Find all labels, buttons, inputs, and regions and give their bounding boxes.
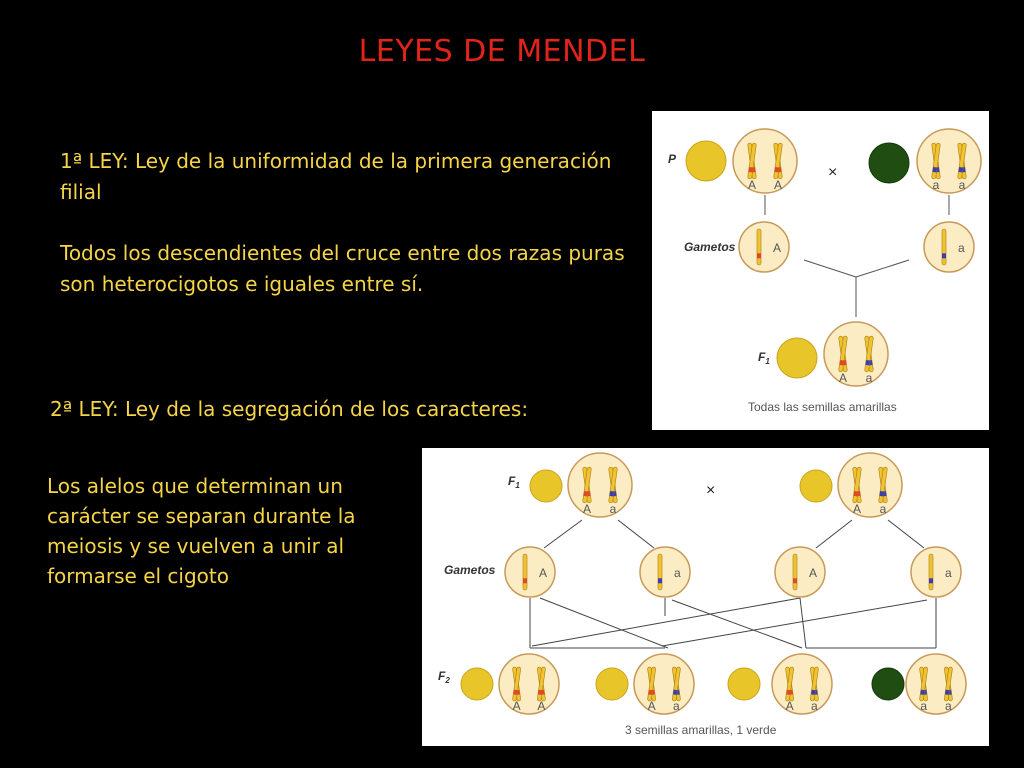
d2-gamete-membrane (910, 546, 962, 598)
d2-cross-symbol: × (706, 482, 715, 499)
d2-arrow (543, 519, 583, 549)
d1-parent-right-membrane (916, 128, 982, 194)
d2-connectors (529, 519, 937, 649)
d2-offspring-allele: a (920, 699, 927, 713)
first-law-heading: 1ª LEY: Ley de la uniformidad de la prim… (60, 149, 612, 204)
d1-label-f1: F1 (758, 350, 770, 366)
d2-offspring-membrane (771, 653, 833, 715)
d1-label-gametes: Gametos (684, 240, 736, 254)
d1-parent-left-allele: A (774, 178, 782, 192)
d1-gamete-right-allele: a (958, 241, 965, 255)
d1-parent-right-allele: a (959, 178, 966, 192)
d2-connector (671, 599, 803, 649)
d2-parent-right-allele: a (880, 502, 887, 516)
d2-parent-left-seed (529, 469, 563, 503)
d1-parent-green-seed (868, 142, 910, 184)
d1-f1-membrane (823, 321, 889, 387)
d1-join-left (803, 259, 857, 278)
d2-parent-left-allele: A (583, 502, 591, 516)
d2-offspring-allele: A (648, 699, 656, 713)
d2-gamete-cell: a (639, 546, 691, 598)
d1-join-right (855, 259, 910, 278)
d2-arrow (617, 519, 655, 549)
second-law-description: Los alelos que determinan un carácter se… (47, 474, 356, 588)
d2-gamete-allele: A (539, 566, 547, 580)
d1-f1-allele: a (866, 371, 873, 385)
d2-gamete-allele: a (674, 566, 681, 580)
d1-parent-left-membrane (732, 128, 798, 194)
d2-parent-left-allele: a (610, 502, 617, 516)
d1-parent-left-allele: A (748, 178, 756, 192)
d2-label-f1: F1 (508, 474, 520, 490)
d2-arrow (815, 519, 853, 549)
d2-offspring-membrane (498, 653, 560, 715)
second-law-heading: 2ª LEY: Ley de la segregación de los car… (50, 397, 529, 421)
d2-offspring-membrane (633, 653, 695, 715)
d2-caption: 3 semillas amarillas, 1 verde (625, 723, 777, 737)
d2-connector (531, 597, 801, 647)
slide-title: LEYES DE MENDEL (358, 34, 646, 69)
d2-offspring-seed (727, 667, 761, 701)
d1-cross-symbol: × (828, 164, 837, 181)
d2-offspring-allele: A (537, 699, 545, 713)
d1-gamete-left-cell: A (738, 221, 790, 273)
d2-offspring-seed (460, 667, 494, 701)
d2-parent-right-allele: A (853, 502, 861, 516)
d2-parent-left-membrane (567, 452, 633, 518)
d2-offspring-allele: A (786, 699, 794, 713)
d2-label-f2: F2 (438, 669, 450, 685)
d1-caption: Todas las semillas amarillas (748, 400, 897, 414)
d2-gamete-allele: a (945, 566, 952, 580)
d2-parent-right-seed (799, 469, 833, 503)
d1-parent-right-allele: a (933, 178, 940, 192)
d1-f1-yellow-seed (776, 337, 818, 379)
d2-offspring-allele: A (513, 699, 521, 713)
d2-gamete-membrane (774, 546, 826, 598)
d2-gamete-membrane (504, 546, 556, 598)
d1-label-p: P (668, 152, 677, 166)
d1-gamete-right-membrane (923, 221, 975, 273)
d1-parent-yellow-seed (685, 140, 727, 182)
d2-gamete-cell: a (910, 546, 962, 598)
d2-connector (661, 599, 928, 647)
d2-offspring-seed (595, 667, 629, 701)
d2-gamete-membrane (639, 546, 691, 598)
d2-offspring-allele: a (673, 699, 680, 713)
first-law-description: Todos los descendientes del cruce entre … (60, 241, 625, 296)
d2-offspring-seed (871, 667, 905, 701)
d2-connector (799, 597, 807, 649)
d1-gamete-right-cell: a (923, 221, 975, 273)
d2-parent-right-membrane (837, 452, 903, 518)
d2-arrow (887, 519, 925, 549)
d2-offspring-allele: a (811, 699, 818, 713)
d1-connectors (764, 195, 950, 317)
d2-label-gametes: Gametos (444, 563, 496, 577)
d2-gamete-cell: A (774, 546, 826, 598)
d2-offspring-membrane (905, 653, 967, 715)
first-law-block: 1ª LEY: Ley de la uniformidad de la prim… (60, 146, 650, 300)
d1-f1-allele: A (839, 371, 847, 385)
d2-gamete-allele: A (809, 566, 817, 580)
d1-gamete-left-allele: A (773, 241, 781, 255)
d2-connector (539, 597, 669, 649)
d1-gamete-left-membrane (738, 221, 790, 273)
d2-offspring-allele: a (945, 699, 952, 713)
d2-gamete-cell: A (504, 546, 556, 598)
